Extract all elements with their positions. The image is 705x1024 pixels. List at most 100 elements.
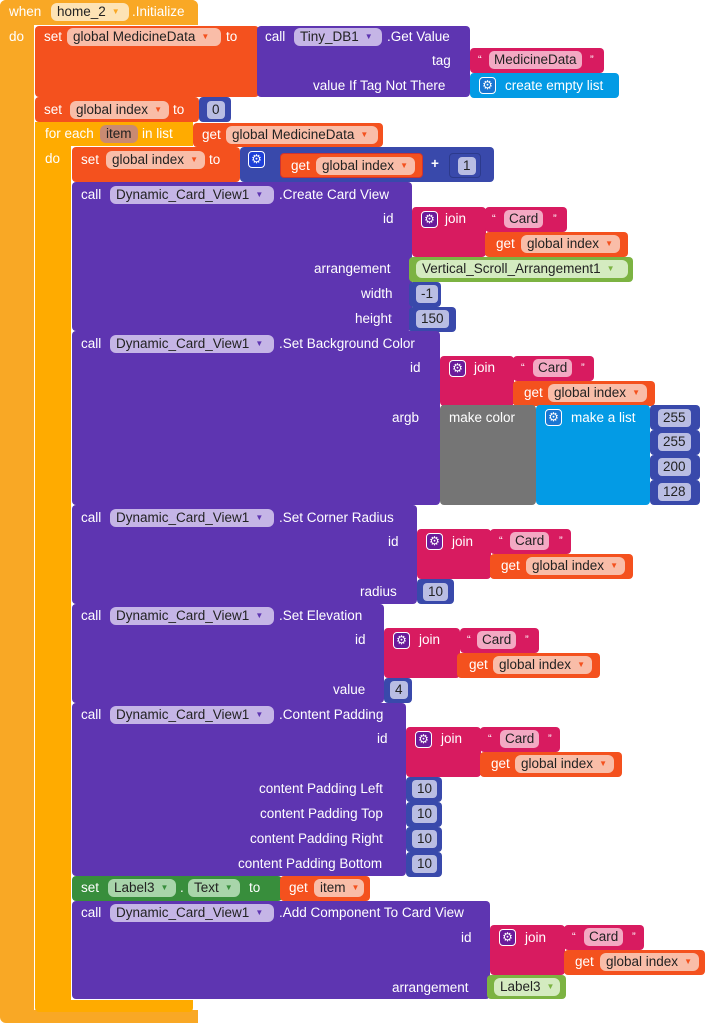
variable-dropdown[interactable]: global index▼ xyxy=(493,656,592,674)
gear-icon[interactable]: ⚙ xyxy=(479,77,496,94)
chevron-down-icon: ▼ xyxy=(255,339,264,349)
number-value[interactable]: -1 xyxy=(416,285,439,303)
chevron-down-icon: ▼ xyxy=(610,561,618,571)
gear-icon[interactable]: ⚙ xyxy=(393,632,410,649)
number-value[interactable]: 1 xyxy=(458,157,476,175)
method-name: .Set Elevation xyxy=(279,608,363,623)
variable-dropdown[interactable]: item▼ xyxy=(314,879,364,897)
component-name: Label3 xyxy=(500,979,541,994)
component-dropdown-home2[interactable]: home_2▼ xyxy=(51,3,129,21)
item-variable[interactable]: item xyxy=(100,125,138,143)
component-dropdown-arrangement[interactable]: Vertical_Scroll_Arrangement1▼ xyxy=(416,260,628,278)
call-label: call xyxy=(265,29,286,44)
text-value[interactable]: Card xyxy=(510,532,550,550)
set-background-color-block[interactable] xyxy=(72,331,440,505)
quote-open: “ xyxy=(488,733,492,745)
variable-dropdown[interactable]: global index▼ xyxy=(316,157,415,175)
text-value[interactable]: Card xyxy=(500,730,540,748)
text-value[interactable]: MedicineData xyxy=(489,51,582,69)
gear-icon[interactable]: ⚙ xyxy=(415,731,432,748)
chevron-down-icon: ▼ xyxy=(364,32,373,42)
gear-icon[interactable]: ⚙ xyxy=(545,409,562,426)
component-dropdown-cardview[interactable]: Dynamic_Card_View1▼ xyxy=(110,509,274,527)
to-label: to xyxy=(209,152,221,167)
make-color-label: make color xyxy=(449,410,516,425)
component-dropdown-cardview[interactable]: Dynamic_Card_View1 ▼ xyxy=(110,904,274,922)
variable-name: global MedicineData xyxy=(232,127,355,142)
gear-icon[interactable]: ⚙ xyxy=(426,533,443,550)
number-value[interactable]: 255 xyxy=(658,433,691,451)
method-name: .Set Corner Radius xyxy=(279,510,394,525)
in-list-label: in list xyxy=(142,126,173,141)
get-label: get xyxy=(496,236,515,251)
radius-label: radius xyxy=(360,584,397,599)
variable-name: global index xyxy=(499,657,572,672)
number-value[interactable]: 10 xyxy=(412,830,438,848)
set-label-text-block[interactable] xyxy=(72,876,282,901)
text-value[interactable]: Card xyxy=(477,631,517,649)
variable-dropdown[interactable]: global MedicineData▼ xyxy=(67,28,221,46)
chevron-down-icon: ▼ xyxy=(255,908,264,918)
number-value[interactable]: 4 xyxy=(390,681,408,699)
get-label: get xyxy=(291,158,310,173)
component-dropdown-cardview[interactable]: Dynamic_Card_View1▼ xyxy=(110,186,274,204)
quote-open: “ xyxy=(499,535,503,547)
gear-icon[interactable]: ⚙ xyxy=(421,211,438,228)
gear-icon[interactable]: ⚙ xyxy=(499,929,516,946)
component-name: Dynamic_Card_View1 xyxy=(116,905,250,920)
component-dropdown-cardview[interactable]: Dynamic_Card_View1▼ xyxy=(110,335,274,353)
variable-dropdown[interactable]: global index▼ xyxy=(521,235,620,253)
variable-dropdown[interactable]: global index ▼ xyxy=(70,101,169,119)
component-dropdown-cardview[interactable]: Dynamic_Card_View1▼ xyxy=(110,607,274,625)
content-padding-block[interactable] xyxy=(72,703,406,876)
do-label: do xyxy=(45,151,61,166)
variable-dropdown[interactable]: global index▼ xyxy=(526,557,625,575)
get-label: get xyxy=(469,657,488,672)
padding-bottom-label: content Padding Bottom xyxy=(238,856,383,871)
create-empty-list-label: create empty list xyxy=(505,78,604,93)
id-label: id xyxy=(377,731,388,746)
chevron-down-icon: ▼ xyxy=(360,130,369,140)
chevron-down-icon: ▼ xyxy=(255,710,264,720)
number-value[interactable]: 10 xyxy=(412,780,438,798)
variable-dropdown[interactable]: global MedicineData ▼ xyxy=(226,126,378,144)
chevron-down-icon: ▼ xyxy=(154,105,162,115)
component-dropdown-cardview[interactable]: Dynamic_Card_View1▼ xyxy=(110,706,274,724)
number-value[interactable]: 0 xyxy=(207,101,225,119)
quote-close: ” xyxy=(581,362,585,374)
get-label: get xyxy=(202,127,221,142)
variable-name: global index xyxy=(112,152,185,167)
number-value[interactable]: 10 xyxy=(412,855,438,873)
variable-dropdown[interactable]: global index▼ xyxy=(548,384,647,402)
property-dropdown-text[interactable]: Text▼ xyxy=(188,879,240,897)
text-value[interactable]: Card xyxy=(584,928,624,946)
make-color-block[interactable] xyxy=(440,405,536,505)
arrangement-label: arrangement xyxy=(392,980,469,995)
component-dropdown-label3[interactable]: Label3▼ xyxy=(108,879,176,897)
text-value[interactable]: Card xyxy=(504,210,544,228)
number-value[interactable]: 200 xyxy=(658,458,691,476)
width-label: width xyxy=(361,286,393,301)
number-value[interactable]: 150 xyxy=(416,310,449,328)
variable-dropdown[interactable]: global index▼ xyxy=(600,953,699,971)
component-name: home_2 xyxy=(57,4,106,19)
join-label: join xyxy=(419,632,441,647)
number-value[interactable]: 10 xyxy=(412,805,438,823)
number-block[interactable] xyxy=(449,153,481,178)
number-value[interactable]: 255 xyxy=(658,409,691,427)
variable-name: global index xyxy=(76,102,149,117)
quote-open: “ xyxy=(492,213,496,225)
gear-icon[interactable]: ⚙ xyxy=(449,360,466,377)
variable-dropdown[interactable]: global index▼ xyxy=(515,755,614,773)
variable-dropdown[interactable]: global index▼ xyxy=(106,151,205,169)
gear-icon[interactable]: ⚙ xyxy=(248,151,265,168)
create-card-view-block[interactable] xyxy=(72,182,412,331)
get-label: get xyxy=(501,558,520,573)
quote-open: “ xyxy=(478,54,482,66)
component-dropdown-tinydb[interactable]: Tiny_DB1▼ xyxy=(294,28,382,46)
component-dropdown-label3[interactable]: Label3 ▼ xyxy=(494,978,560,996)
number-value[interactable]: 10 xyxy=(423,583,449,601)
text-value[interactable]: Card xyxy=(533,359,573,377)
number-value[interactable]: 128 xyxy=(658,483,691,501)
chevron-down-icon: ▼ xyxy=(546,982,555,992)
